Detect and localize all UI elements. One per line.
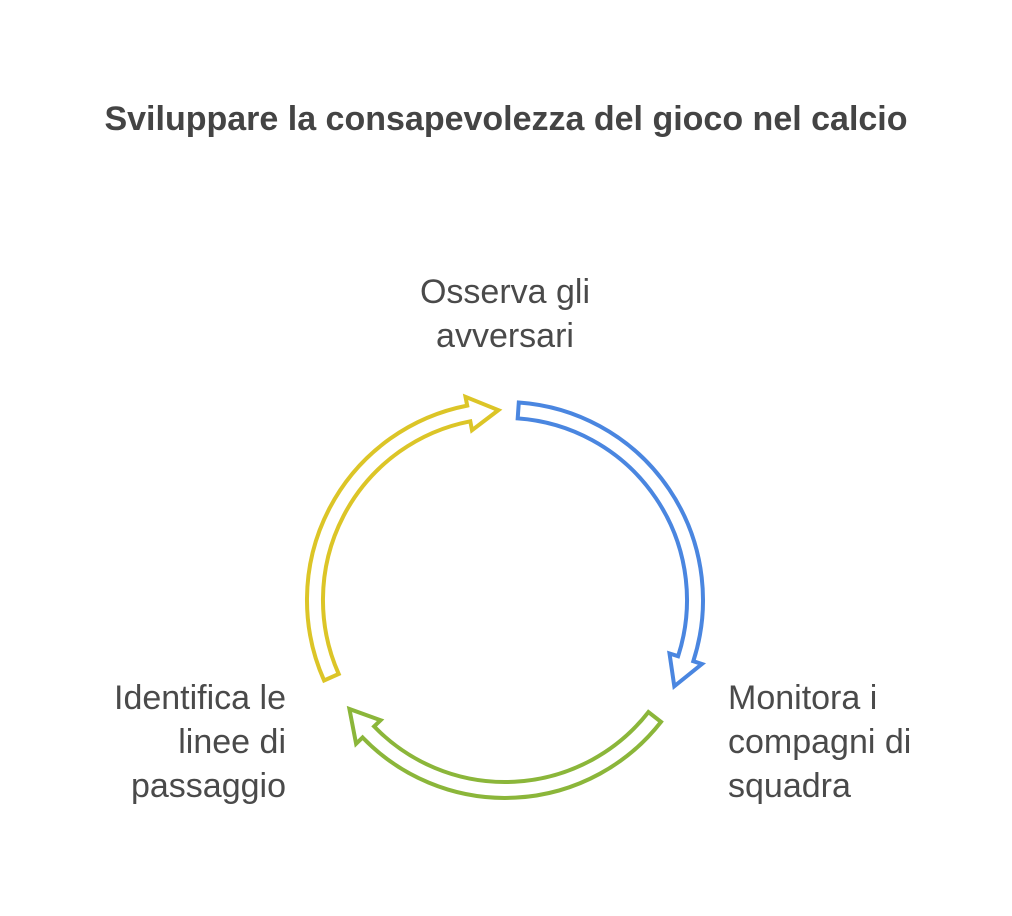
label-line: avversari [436, 317, 574, 355]
step-label-observe-opponents: Osserva gli avversari [340, 270, 670, 358]
label-line: squadra [728, 767, 851, 805]
arrow-blue-step1-to-step2 [515, 400, 707, 691]
step-label-monitor-teammates: Monitora i compagni di squadra [728, 676, 911, 808]
arrow-green-step2-to-step3 [346, 705, 664, 800]
arrow-yellow-step3-to-step1 [304, 393, 503, 684]
label-line: Osserva gli [419, 273, 591, 311]
step-label-passing-lanes: Identifica le linee di passaggio [114, 676, 286, 808]
label-line: linee di [178, 723, 286, 761]
label-line: passaggio [130, 767, 286, 805]
label-line: Identifica le [114, 679, 286, 717]
label-line: Monitora i [728, 679, 878, 717]
diagram-title: Sviluppare la consapevolezza del gioco n… [104, 100, 908, 138]
label-line: compagni di [728, 723, 912, 761]
